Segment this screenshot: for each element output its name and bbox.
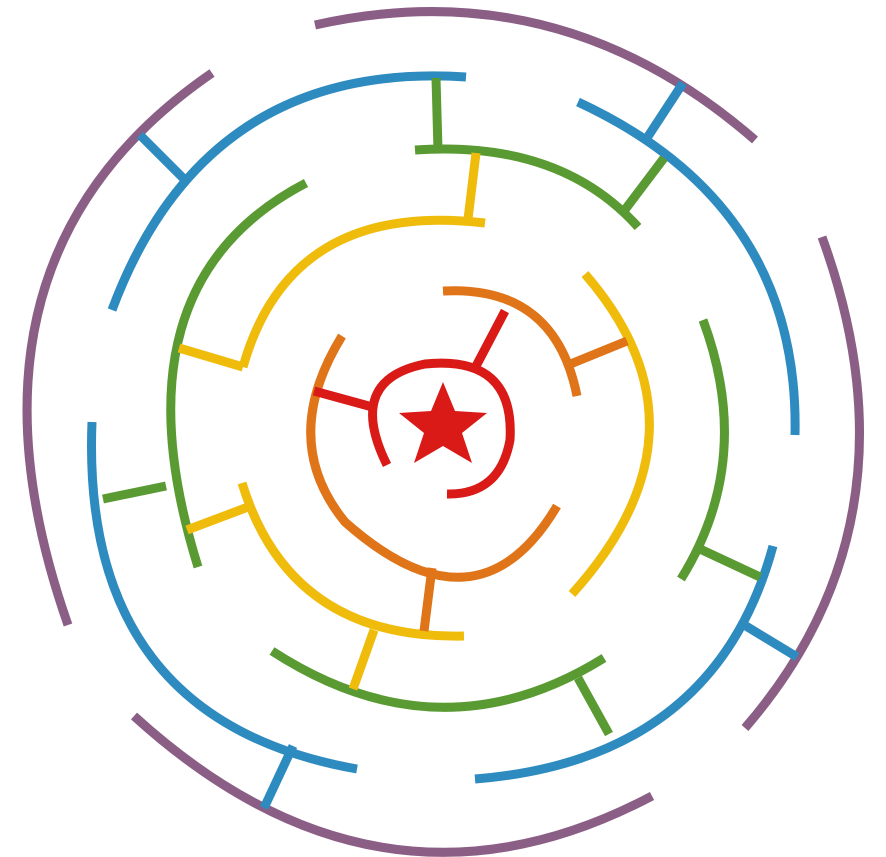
maze-ring-center [312, 308, 515, 499]
wall-spoke [259, 744, 298, 810]
wall-spoke [470, 308, 509, 373]
wall-spoke [102, 481, 167, 504]
star-icon [399, 382, 487, 463]
maze-ring-green [102, 77, 762, 737]
wall-segment [677, 318, 729, 582]
wall-spoke [177, 343, 245, 372]
wall-segment [414, 144, 642, 231]
wall-segment [442, 286, 582, 397]
wall-segment [107, 71, 467, 312]
wall-spoke [348, 628, 379, 691]
wall-segment [130, 712, 655, 857]
wall-spoke [136, 131, 192, 187]
wall-segment [166, 179, 309, 569]
wall-spoke [431, 77, 443, 151]
wall-spoke [738, 619, 800, 661]
wall-spoke [698, 544, 762, 582]
wall-spoke [566, 336, 629, 370]
wall-segment [576, 97, 800, 436]
maze-ring-orange [306, 286, 629, 632]
wall-spoke [463, 152, 481, 220]
wall-segment [368, 358, 515, 499]
wall-spoke [312, 386, 378, 413]
wall-segment [22, 69, 215, 627]
wall-spoke [574, 675, 613, 737]
wall-spoke [643, 80, 687, 141]
wall-segment [237, 481, 465, 641]
wall-segment [238, 215, 486, 369]
wall-segment [568, 271, 654, 598]
wall-segment [474, 544, 778, 784]
wall-spoke [419, 567, 437, 632]
wall-segment [314, 7, 758, 144]
maze-ring-outer [22, 7, 864, 857]
wall-segment [269, 647, 607, 712]
maze-ring-yellow [177, 152, 654, 691]
maze-ring-blue [87, 71, 800, 810]
wall-spoke [185, 502, 250, 535]
wall-segment [741, 235, 864, 731]
wall-segment [87, 421, 358, 774]
wall-spoke [620, 155, 668, 214]
wall-segment [306, 333, 561, 582]
